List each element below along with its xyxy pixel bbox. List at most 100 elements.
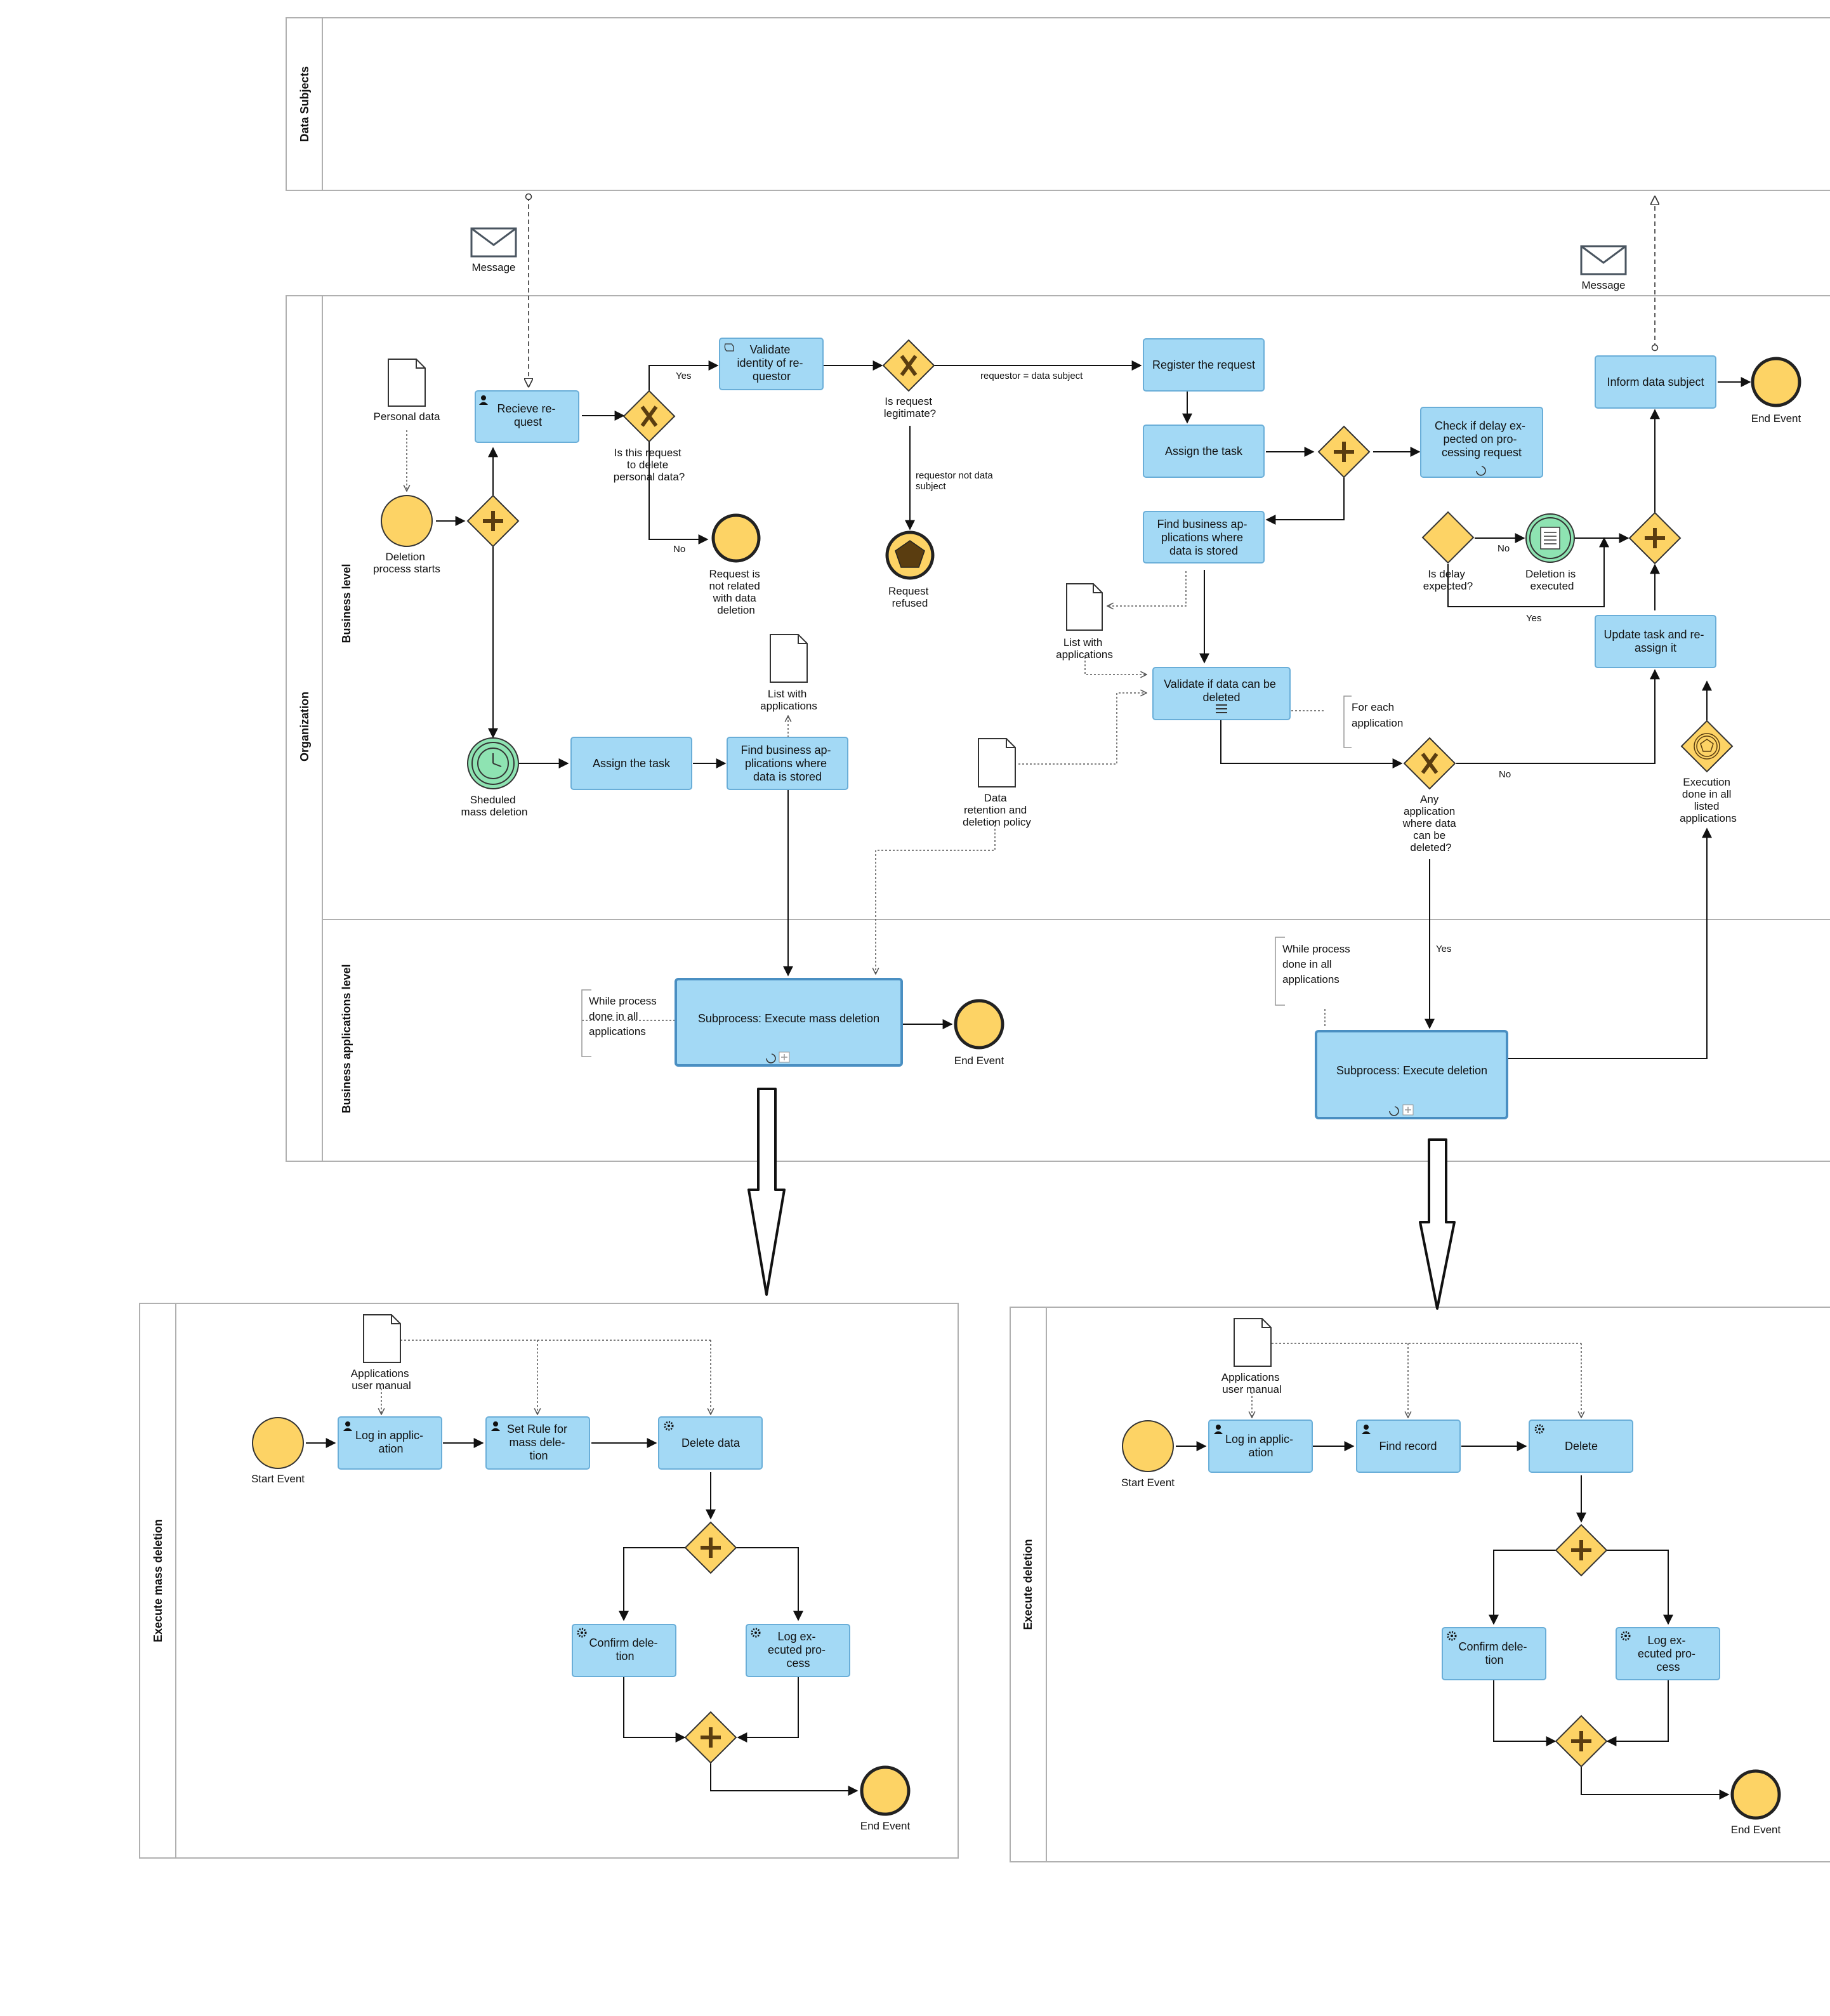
- annotation-while-left: While process done in all applications: [581, 989, 660, 1057]
- parallel-gateway-del-split[interactable]: [1555, 1524, 1608, 1577]
- data-object-list-apps-bottom[interactable]: List with applications: [760, 634, 817, 712]
- pool-label-organization: Organization: [298, 692, 311, 761]
- del-end-label: End Event: [1731, 1824, 1781, 1836]
- parallel-gateway-mass-split[interactable]: [684, 1521, 737, 1574]
- task-mass-set-rule[interactable]: Set Rule for mass dele- tion: [485, 1416, 590, 1470]
- exclusive-gateway-is-delay[interactable]: Is delay expected?: [1421, 511, 1475, 592]
- task-del-login[interactable]: Log in applic- ation: [1208, 1420, 1313, 1473]
- edge-label-data-subject: requestor = data subject: [980, 371, 1083, 381]
- task-receive-request[interactable]: Recieve re- quest: [475, 390, 579, 443]
- assign-top-label: Assign the task: [1165, 445, 1243, 458]
- end-event-del[interactable]: End Event: [1730, 1769, 1781, 1836]
- gear-icon: [751, 1628, 761, 1638]
- plus-icon: [701, 1538, 721, 1558]
- lane-label-apps-level: Business applications level: [340, 964, 353, 1113]
- end-event-refused[interactable]: Request refused: [885, 530, 935, 609]
- del-log-label: Log ex- ecuted pro- cess: [1638, 1634, 1699, 1673]
- task-del-delete[interactable]: Delete: [1529, 1420, 1633, 1473]
- parallel-gateway-after-assign[interactable]: [1317, 425, 1371, 478]
- parallel-gateway-mass-join[interactable]: [684, 1711, 737, 1764]
- task-check-delay[interactable]: Check if delay ex- pected on pro- cessin…: [1420, 407, 1543, 478]
- subprocess-mass-deletion[interactable]: Subprocess: Execute mass deletion: [675, 978, 903, 1067]
- plus-icon: [1571, 1731, 1591, 1751]
- task-validate-delete[interactable]: Validate if data can be deleted: [1152, 667, 1291, 720]
- retention-policy-label: Data retention and deletion policy: [963, 792, 1031, 828]
- task-mass-confirm[interactable]: Confirm dele- tion: [572, 1624, 676, 1677]
- task-del-log[interactable]: Log ex- ecuted pro- cess: [1616, 1627, 1720, 1680]
- event-gateway-execution-done[interactable]: Execution done in all listed application…: [1680, 720, 1737, 824]
- task-inform-subject[interactable]: Inform data subject: [1595, 355, 1716, 409]
- loop-icon: [1389, 1106, 1399, 1116]
- exclusive-gateway-any-app[interactable]: Any application where data can be delete…: [1402, 737, 1459, 853]
- task-mass-delete-data[interactable]: Delete data: [658, 1416, 763, 1470]
- pool-exec-deletion: Execute deletion: [1010, 1307, 1830, 1862]
- multi-instance-icon: [1216, 704, 1227, 713]
- del-start-label: Start Event: [1121, 1477, 1175, 1489]
- task-find-apps-bottom[interactable]: Find business ap- plications where data …: [727, 737, 848, 790]
- edge-label-not-subject: requestor not data subject: [916, 470, 996, 492]
- exclusive-gateway-is-legit[interactable]: Is request legitimate?: [882, 339, 936, 419]
- task-mass-login[interactable]: Log in applic- ation: [338, 1416, 442, 1470]
- data-object-list-apps-top[interactable]: List with applications: [1056, 583, 1113, 661]
- start-event-del[interactable]: Start Event: [1121, 1420, 1175, 1489]
- parallel-gateway-join-top[interactable]: [1628, 511, 1682, 565]
- pool-label-data-subjects: Data Subjects: [298, 66, 311, 142]
- del-login-label: Log in applic- ation: [1225, 1433, 1296, 1459]
- subprocess-deletion[interactable]: Subprocess: Execute deletion: [1315, 1030, 1508, 1119]
- list-apps-bottom-label: List with applications: [760, 688, 817, 712]
- personal-data-label: Personal data: [374, 411, 440, 423]
- while-left-text: While process done in all applications: [589, 995, 660, 1038]
- parallel-gateway-del-join[interactable]: [1555, 1715, 1608, 1768]
- is-legit-gw-label: Is request legitimate?: [884, 395, 936, 419]
- execution-done-label: Execution done in all listed application…: [1680, 776, 1737, 824]
- data-object-personal-data[interactable]: Personal data: [374, 359, 440, 423]
- conditional-list-icon: [1540, 527, 1560, 550]
- pentagon-icon: [1700, 739, 1714, 752]
- task-mass-log[interactable]: Log ex- ecuted pro- cess: [746, 1624, 850, 1677]
- envelope-icon: [1581, 245, 1626, 264]
- task-update-reassign[interactable]: Update task and re- assign it: [1595, 615, 1716, 668]
- validate-delete-label: Validate if data can be deleted: [1164, 678, 1279, 704]
- manual-del-label: Applications user manual: [1221, 1371, 1282, 1395]
- manual-mass-label: Applications user manual: [351, 1367, 412, 1392]
- data-object-manual-mass[interactable]: Applications user manual: [351, 1314, 412, 1392]
- end-event-not-related[interactable]: Request is not related with data deletio…: [709, 513, 763, 616]
- task-assign-bottom[interactable]: Assign the task: [570, 737, 692, 790]
- plus-icon: [483, 511, 503, 531]
- exclusive-gateway-is-delete[interactable]: Is this request to delete personal data?: [614, 390, 685, 483]
- data-object-manual-del[interactable]: Applications user manual: [1221, 1318, 1282, 1395]
- start-event-deletion[interactable]: Deletion process starts: [373, 495, 440, 575]
- task-del-find-record[interactable]: Find record: [1356, 1420, 1461, 1473]
- x-icon: [900, 355, 918, 376]
- mass-start-label: Start Event: [251, 1473, 305, 1485]
- plus-icon: [1571, 1540, 1591, 1560]
- deletion-executed-label: Deletion is executed: [1525, 568, 1579, 592]
- task-validate-identity[interactable]: Validate identity of re- questor: [719, 338, 824, 390]
- del-find-record-label: Find record: [1379, 1440, 1437, 1453]
- pool-label-exec-del: Execute deletion: [1022, 1539, 1034, 1630]
- timer-start-event-scheduled[interactable]: Sheduled mass deletion: [461, 737, 528, 818]
- loop-icon: [1476, 466, 1486, 476]
- task-find-apps-top[interactable]: Find business ap- plications where data …: [1143, 511, 1265, 563]
- register-request-label: Register the request: [1152, 359, 1255, 371]
- clock-icon: [477, 748, 509, 779]
- end-event-mass[interactable]: End Event: [860, 1765, 911, 1832]
- task-register-request[interactable]: Register the request: [1143, 338, 1265, 392]
- start-event-mass[interactable]: Start Event: [251, 1417, 305, 1485]
- task-del-confirm[interactable]: Confirm dele- tion: [1442, 1627, 1546, 1680]
- gear-icon: [577, 1628, 587, 1638]
- gear-icon: [1447, 1631, 1457, 1641]
- sub-del-label: Subprocess: Execute deletion: [1336, 1064, 1487, 1077]
- gear-icon: [664, 1421, 674, 1431]
- parallel-gateway-start[interactable]: [466, 494, 520, 548]
- del-confirm-label: Confirm dele- tion: [1458, 1640, 1530, 1666]
- end-top-label: End Event: [1751, 412, 1801, 425]
- plus-icon: [1334, 442, 1354, 462]
- mass-login-label: Log in applic- ation: [355, 1429, 426, 1455]
- intermediate-event-deletion-executed[interactable]: Deletion is executed: [1525, 513, 1579, 592]
- end-event-mid[interactable]: End Event: [954, 999, 1004, 1067]
- task-assign-top[interactable]: Assign the task: [1143, 425, 1265, 478]
- data-object-retention-policy[interactable]: Data retention and deletion policy: [963, 738, 1031, 828]
- end-event-top[interactable]: End Event: [1751, 357, 1801, 425]
